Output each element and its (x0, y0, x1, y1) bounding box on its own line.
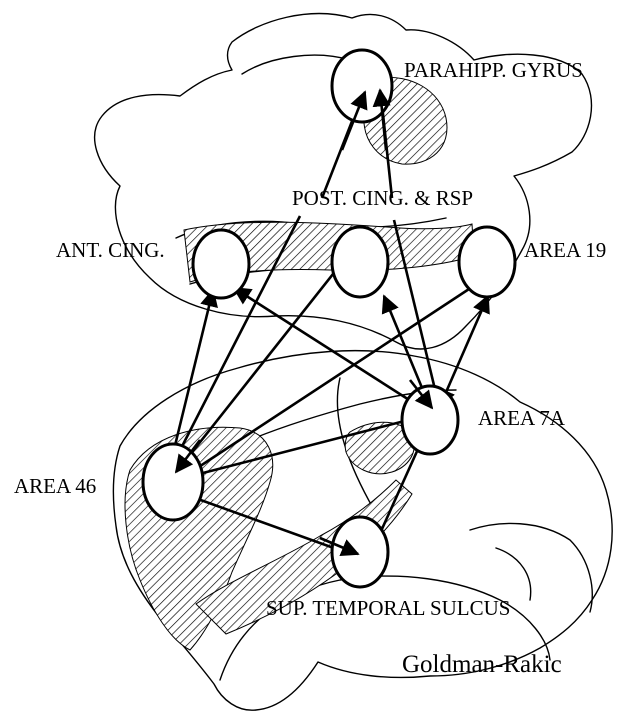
occipital-detail-line-2 (496, 548, 531, 600)
arrow-area19-area7a (440, 296, 488, 406)
figure-credit: Goldman-Rakic (402, 652, 562, 677)
label-parahipp-gyrus: PARAHIPP. GYRUS (404, 60, 583, 81)
arrow-antcing-area7a (234, 288, 428, 412)
node-sts (332, 517, 388, 587)
hatched-regions (125, 77, 474, 650)
node-area-46 (143, 444, 203, 520)
label-area-7a: AREA 7A (478, 408, 565, 429)
node-area-7a (402, 386, 458, 454)
node-ant-cing (193, 230, 249, 298)
label-area-19: AREA 19 (524, 240, 606, 261)
label-area-46: AREA 46 (14, 476, 96, 497)
node-post-cing (332, 227, 388, 297)
label-post-cing-rsp: POST. CING. & RSP (292, 188, 473, 209)
node-area-19 (459, 227, 515, 297)
label-ant-cing: ANT. CING. (56, 240, 165, 261)
label-sup-temporal-sulcus: SUP. TEMPORAL SULCUS (266, 598, 510, 619)
